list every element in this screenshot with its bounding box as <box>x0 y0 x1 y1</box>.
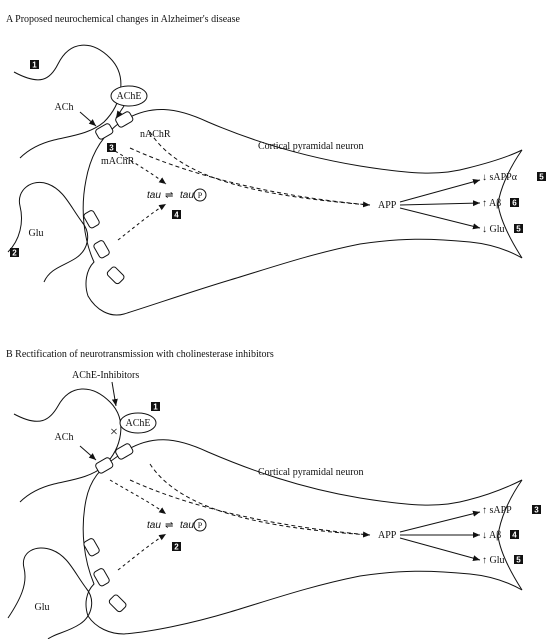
panel-a-title: A Proposed neurochemical changes in Alzh… <box>6 14 240 25</box>
receptor-b-3 <box>83 538 100 557</box>
ache-label-a: AChE <box>117 91 142 102</box>
badge-a-3: 3 <box>107 143 116 153</box>
receptor-b-2 <box>115 443 134 460</box>
nachr-label-a: nAChR <box>140 129 171 140</box>
badge-b-2: 2 <box>172 542 181 552</box>
app-label-a: APP <box>378 200 397 211</box>
dashed-path-machr-app-b <box>129 479 371 536</box>
panel-b: AChE-Inhibitors × AChE ACh Cortical pyra… <box>7 370 541 639</box>
tau-eq-b: ⇌ <box>165 520 173 531</box>
glu-terminal-a <box>7 182 89 283</box>
svg-text:5: 5 <box>516 225 521 234</box>
arrow-ach-receptor-b <box>79 445 97 461</box>
arrow-ache-receptor-a <box>115 105 125 119</box>
badge-a-6: 6 <box>510 198 519 208</box>
dashed-path-glu-tau-b <box>117 533 167 571</box>
tau-eq-a: ⇌ <box>165 190 173 201</box>
badge-a-7: 5 <box>514 224 523 234</box>
dashed-path-nachr-app-b <box>149 463 371 538</box>
receptor-a-4 <box>93 240 110 259</box>
tau-label-b: tau <box>147 520 161 531</box>
neuron-body-a <box>82 108 523 316</box>
badge-a-5: 5 <box>537 172 546 182</box>
svg-text:4: 4 <box>174 211 179 220</box>
ach-label-a: ACh <box>55 102 74 113</box>
output-2-a: ↑ Aβ <box>482 198 501 209</box>
arrow-app-out3-a <box>399 207 481 230</box>
block-mark-b: × <box>110 425 118 440</box>
badge-a-2: 2 <box>10 248 19 258</box>
svg-text:1: 1 <box>153 403 158 412</box>
svg-text:2: 2 <box>174 543 179 552</box>
machr-label-a: mAChR <box>101 156 135 167</box>
neuron-body-b <box>82 439 523 635</box>
ache-enzyme-b <box>119 412 157 434</box>
arrow-app-out3-b <box>399 537 481 562</box>
dashed-path-machr-app-a <box>129 147 371 206</box>
ach-label-b: ACh <box>55 432 74 443</box>
arrow-app-out1-a <box>399 178 481 203</box>
svg-text:5: 5 <box>516 556 521 565</box>
svg-text:3: 3 <box>534 506 539 515</box>
glu-label-b: Glu <box>35 602 50 613</box>
dashed-path-machr-tau-b <box>109 479 167 515</box>
ach-terminal-a <box>13 44 122 159</box>
dashed-path-nachr-app-a <box>149 131 371 208</box>
ache-enzyme-a <box>110 85 148 107</box>
panel-a: AChE ACh nAChR mAChR Cortical pyramidal … <box>7 44 546 316</box>
neuron-label-b: Cortical pyramidal neuron <box>258 467 364 478</box>
badge-b-1: 1 <box>151 402 160 412</box>
arrow-app-out2-a <box>399 200 481 207</box>
phosphate-circle-b <box>193 518 207 532</box>
output-2-b: ↓ Aβ <box>482 530 501 541</box>
arrow-app-out1-b <box>399 510 481 533</box>
receptor-a-5 <box>106 266 125 285</box>
svg-text:5: 5 <box>539 173 544 182</box>
svg-text:4: 4 <box>512 531 517 540</box>
svg-text:1: 1 <box>32 61 37 70</box>
badge-b-5: 5 <box>514 555 523 565</box>
tau-p-label-b: tau- <box>180 520 198 531</box>
ach-terminal-b <box>13 388 122 503</box>
tau-label-a: tau <box>147 190 161 201</box>
receptor-a-3 <box>83 210 100 229</box>
output-1-b: ↑ sAPP <box>482 505 512 516</box>
output-3-b: ↑ Glu <box>482 555 505 566</box>
receptor-b-4 <box>93 568 110 587</box>
receptor-b-1 <box>95 457 114 474</box>
arrow-ach-receptor-a <box>79 111 97 127</box>
glu-label-a: Glu <box>29 228 44 239</box>
phosphate-circle-a <box>193 188 207 202</box>
badge-a-4: 4 <box>172 210 181 220</box>
output-3-a: ↓ Glu <box>482 224 505 235</box>
badge-a-1: 1 <box>30 60 39 70</box>
phosphate-label-a: P <box>198 191 203 200</box>
receptor-b-5 <box>108 594 127 613</box>
phosphate-label-b: P <box>198 521 203 530</box>
tau-p-label-a: tau- <box>180 190 198 201</box>
neuron-label-a: Cortical pyramidal neuron <box>258 141 364 152</box>
svg-text:6: 6 <box>512 199 517 208</box>
output-1-a: ↓ sAPPα <box>482 172 518 183</box>
panel-b-title: B Rectification of neurotransmission wit… <box>6 349 274 360</box>
svg-text:2: 2 <box>12 249 17 258</box>
dashed-path-glu-tau-a <box>117 203 167 241</box>
ache-label-b: AChE <box>126 418 151 429</box>
badge-b-4: 4 <box>510 530 519 540</box>
inhibitors-label-b: AChE-Inhibitors <box>72 370 139 381</box>
receptor-a-1 <box>95 123 114 140</box>
badge-b-3: 3 <box>532 505 541 515</box>
svg-text:3: 3 <box>109 144 114 153</box>
app-label-b: APP <box>378 530 397 541</box>
receptor-a-2 <box>115 111 134 128</box>
glu-terminal-b <box>7 547 93 639</box>
arrow-inhibitor-b <box>111 381 118 407</box>
